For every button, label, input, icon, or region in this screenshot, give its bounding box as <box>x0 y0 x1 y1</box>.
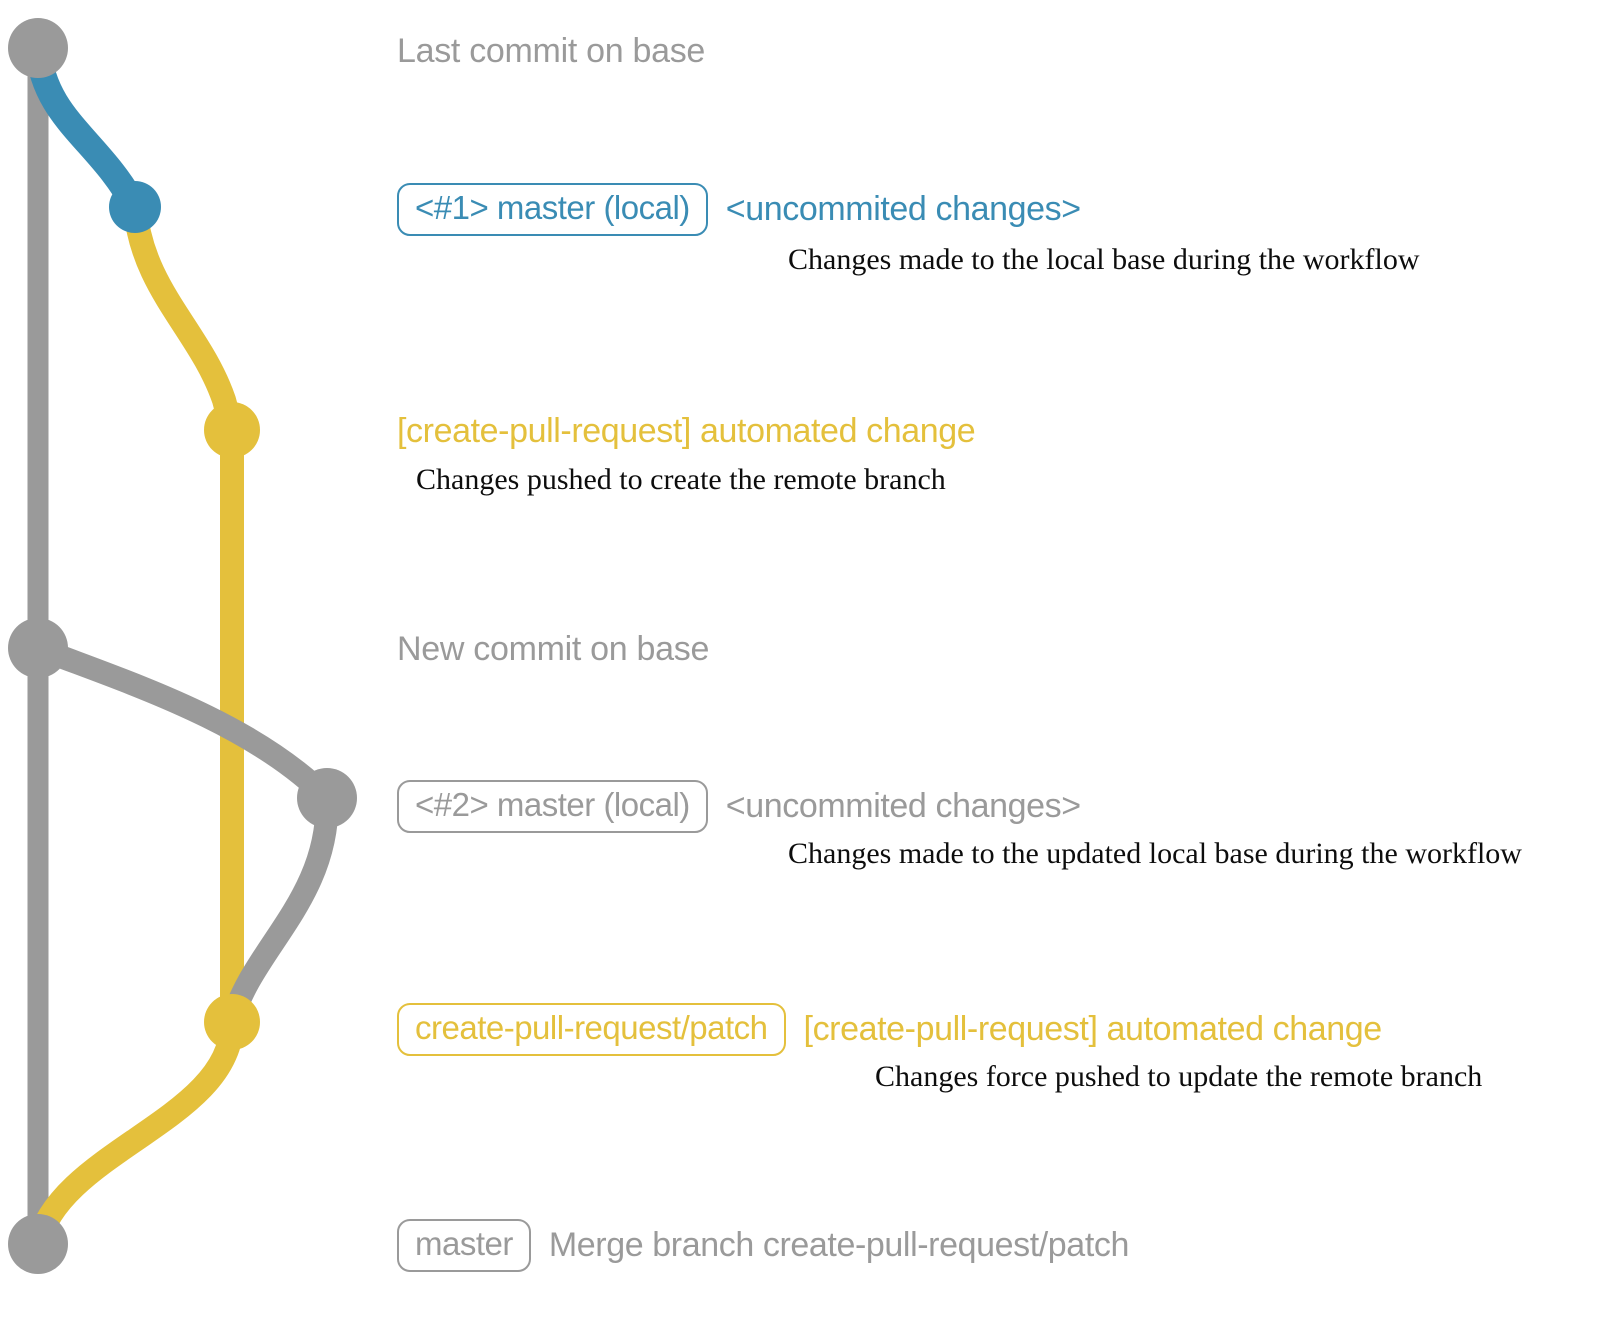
row-master-local-1: <#1> master (local) <uncommited changes> <box>397 183 1081 236</box>
description-automated-change-2: Changes force pushed to update the remot… <box>875 1060 1483 1093</box>
node-automated-change-1[interactable] <box>204 402 260 458</box>
row-new-commit-on-base: New commit on base <box>397 630 709 669</box>
commit-headline: Last commit on base <box>397 32 706 70</box>
node-new-commit-on-base[interactable] <box>8 618 68 678</box>
row-automated-change-1: [create-pull-request] automated change <box>397 412 976 451</box>
row-merge-commit: master Merge branch create-pull-request/… <box>397 1219 1129 1272</box>
commit-subject: Merge branch create-pull-request/patch <box>548 1225 1130 1264</box>
patch-merge-line <box>26 1010 244 1256</box>
node-master-local-2[interactable] <box>297 768 357 828</box>
commit-headline: New commit on base <box>397 630 710 668</box>
git-graph <box>8 18 357 1274</box>
description-master-local-2: Changes made to the updated local base d… <box>788 837 1522 870</box>
patch-branch-line-1 <box>123 195 244 1034</box>
description-automated-change-1: Changes pushed to create the remote bran… <box>416 463 946 496</box>
row-last-commit-on-base: Last commit on base <box>397 32 705 71</box>
commit-subject: [create-pull-request] automated change <box>803 1009 1383 1048</box>
local-branch-line-2 <box>26 636 339 810</box>
node-automated-change-2[interactable] <box>204 994 260 1050</box>
commit-subject: <uncommited changes> <box>725 189 1081 228</box>
description-master-local-1: Changes made to the local base during th… <box>788 243 1420 276</box>
patch-parent-line-2 <box>220 786 339 1034</box>
ref-badge-master[interactable]: master <box>397 1219 531 1272</box>
node-master-local-1[interactable] <box>109 181 161 233</box>
ref-badge-create-pull-request-patch[interactable]: create-pull-request/patch <box>397 1003 786 1056</box>
node-merge-commit[interactable] <box>8 1214 68 1274</box>
ref-badge-master-local-2[interactable]: <#2> master (local) <box>397 780 708 833</box>
commit-subject: <uncommited changes> <box>725 786 1081 825</box>
row-automated-change-2: create-pull-request/patch [create-pull-r… <box>397 1003 1382 1056</box>
row-master-local-2: <#2> master (local) <uncommited changes> <box>397 780 1081 833</box>
ref-badge-master-local-1[interactable]: <#1> master (local) <box>397 183 708 236</box>
commit-headline: [create-pull-request] automated change <box>397 412 976 450</box>
node-last-commit-on-base[interactable] <box>8 18 68 78</box>
